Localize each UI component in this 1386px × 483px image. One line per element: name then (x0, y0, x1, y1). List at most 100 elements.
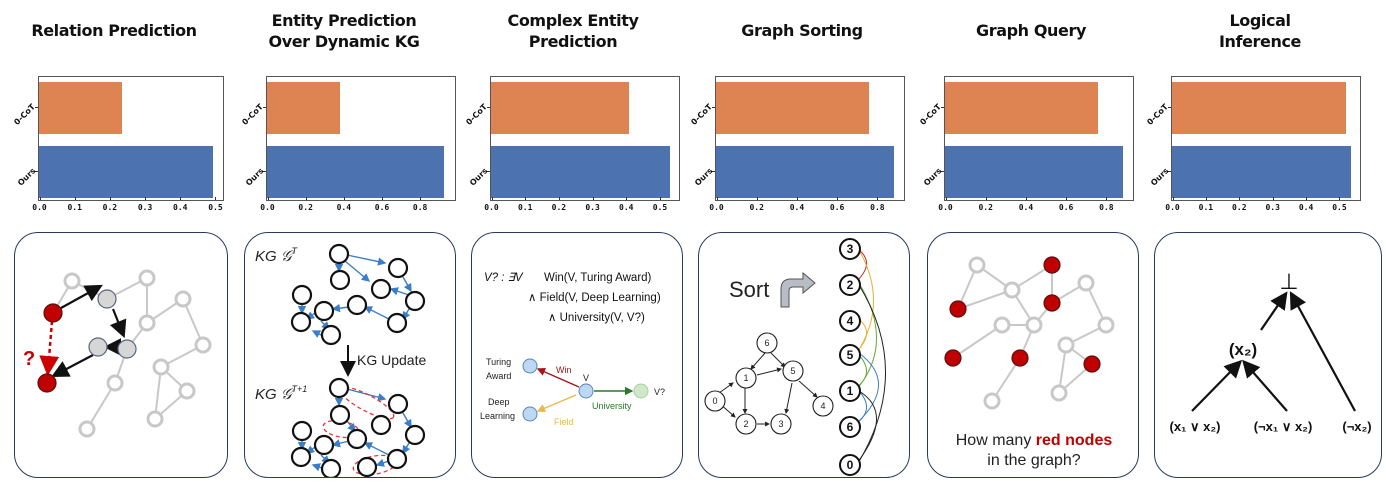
x-tick-label: 0.5 (1332, 203, 1347, 212)
x-tick (74, 197, 76, 200)
title-line: Graph Query (976, 21, 1086, 40)
svg-text:KG 𝒢T: KG 𝒢T (255, 246, 299, 265)
graph-node-label: 3 (778, 419, 783, 429)
relation-prediction-diagram: ? (14, 232, 228, 478)
complex-query-icon: V? : ∃V Win(V, Turing Award) ∧ Field(V, … (480, 272, 665, 427)
bar-0-cot (945, 82, 1098, 134)
x-tick (985, 197, 987, 200)
x-tick (109, 197, 111, 200)
x-tick-label: 0.3 (1265, 203, 1280, 212)
title-line: Logical (1229, 11, 1291, 30)
x-tick (1106, 197, 1108, 200)
x-tick-label: 0.2 (298, 203, 313, 212)
bar-ours (267, 146, 445, 198)
clause-leaf-1: (x₁ ∨ x₂) (1169, 419, 1220, 434)
topological-sort-icon: Sort 6 1 5 0 2 3 4 (704, 238, 886, 476)
graph-node-label: 2 (743, 419, 748, 429)
x-tick (716, 197, 718, 200)
y-tick-label: Ours (921, 166, 944, 188)
title-line: Relation Prediction (31, 21, 197, 40)
bar-ours (945, 146, 1123, 198)
x-tick-label: 0.0 (32, 203, 47, 212)
x-tick (592, 197, 594, 200)
x-tick (1025, 197, 1027, 200)
formula-variable: V? : ∃V (484, 272, 524, 284)
x-tick-label: 0.2 (978, 203, 993, 212)
x-tick (796, 197, 798, 200)
bar-0-cot (267, 82, 340, 134)
x-tick-label: 0.2 (102, 203, 118, 212)
plot-area (38, 76, 224, 201)
x-tick-label: 0.4 (789, 203, 805, 212)
x-tick-label: 0.4 (1298, 203, 1314, 212)
y-tick (712, 171, 715, 172)
x-tick-label: 0.0 (484, 203, 499, 212)
x-tick-label: 0.5 (208, 203, 223, 212)
y-tick-label: Ours (692, 166, 715, 188)
x-tick-label: 0.0 (260, 203, 275, 212)
graph-node-label: 1 (743, 373, 748, 383)
x-tick (558, 197, 560, 200)
formula-line-2: ∧ Field(V, Deep Learning) (528, 292, 661, 304)
x-tick-label: 0.0 (938, 203, 953, 212)
x-tick (626, 197, 628, 200)
x-tick (420, 197, 422, 200)
x-tick (1172, 197, 1174, 200)
y-tick (941, 107, 944, 108)
x-tick-label: 0.1 (67, 203, 82, 212)
plot-area (715, 76, 905, 201)
y-tick (487, 107, 490, 108)
y-tick (263, 107, 266, 108)
graph-node-label: 4 (820, 401, 825, 411)
edge-label-win: Win (556, 365, 572, 375)
x-tick (267, 197, 269, 200)
graph-node-label: 5 (790, 366, 795, 376)
bar-0-cot (491, 82, 630, 134)
title-line: Complex Entity (507, 11, 639, 30)
x-tick-label: 0.3 (137, 203, 153, 212)
y-tick-label: Ours (15, 166, 38, 188)
sort-label: Sort (729, 277, 769, 302)
y-tick-label: Ours (1148, 166, 1171, 188)
x-tick-label: 0.8 (412, 203, 428, 212)
x-tick (659, 197, 661, 200)
x-tick-label: 0.3 (585, 203, 600, 212)
x-tick-label: 0.6 (374, 203, 390, 212)
title-line: Prediction (528, 32, 618, 51)
sorted-node-label: 5 (847, 348, 854, 362)
y-tick-label: Ours (467, 166, 490, 188)
x-tick (1239, 197, 1241, 200)
logical-inference-diagram: ⊥ (x₂) (x₁ ∨ x₂) (¬x₁ ∨ x₂) (¬x₂) (1154, 232, 1382, 478)
contradiction-symbol: ⊥ (1279, 269, 1298, 294)
x-tick (39, 197, 41, 200)
plot-area (1171, 76, 1361, 201)
x-tick (1272, 197, 1274, 200)
bar-ours (39, 146, 214, 198)
graph-sorting-diagram: Sort 6 1 5 0 2 3 4 (698, 232, 910, 478)
y-tick (1168, 171, 1171, 172)
graph-node-label: 6 (764, 338, 769, 348)
x-tick-label: 0.0 (1165, 203, 1180, 212)
x-tick-label: 0.1 (517, 203, 533, 212)
question-prefix: How many (956, 432, 1036, 449)
clause-leaf-3: (¬x₂) (1342, 419, 1371, 434)
title-line: Entity Prediction (271, 11, 417, 30)
clause-leaf-2: (¬x₁ ∨ x₂) (1254, 419, 1313, 434)
y-tick (941, 171, 944, 172)
x-tick (343, 197, 345, 200)
x-tick (1205, 197, 1207, 200)
x-tick-label: 0.8 (870, 203, 885, 212)
x-tick-label: 0.2 (749, 203, 764, 212)
query-question-line-1: How many red nodes (956, 432, 1113, 449)
dynamic-kg-diagram: KG 𝒢T KG Update KG 𝒢T+1 (244, 232, 456, 478)
y-tick-label: 0-CoT (240, 102, 266, 127)
node-label-turing: Turing (486, 357, 511, 367)
